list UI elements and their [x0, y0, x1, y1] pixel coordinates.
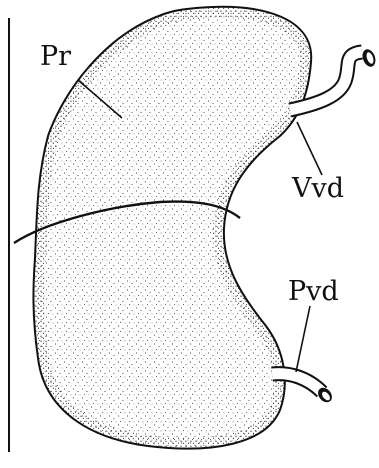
pvd-leader-line — [296, 306, 310, 372]
organ-body — [33, 7, 311, 449]
label-pr: Pr — [40, 41, 71, 72]
label-vvd: Vvd — [291, 173, 344, 204]
organ-outline — [33, 7, 311, 449]
vvd-leader-line — [297, 122, 322, 175]
label-pvd: Pvd — [288, 276, 339, 307]
